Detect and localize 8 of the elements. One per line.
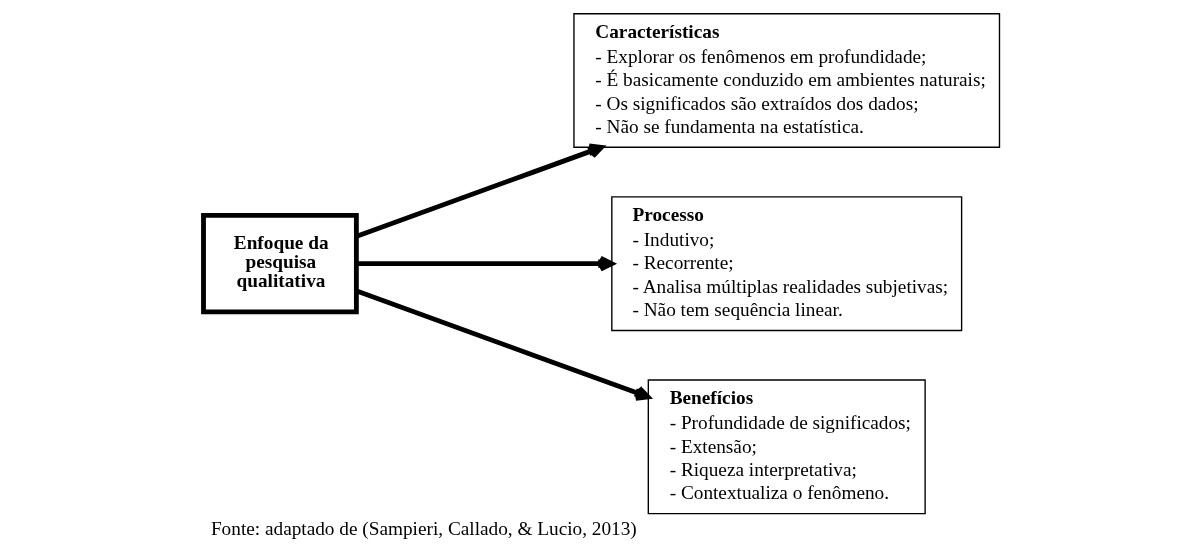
arrow (355, 143, 604, 239)
node-box: Características - Explorar os fenômenos em profundidade; - É basicamente conduzido em ambientes naturais; - Os significados são extraídos dos dados; - Não se fundamenta na estatística. (572, 13, 1000, 148)
caption: Fonte: adaptado de (Sampieri, Callado, & Lucio, 2013) (210, 517, 637, 539)
arrow (355, 288, 650, 401)
node-box: Benefícios - Profundidade de significados; - Extensão; - Riqueza interpretativa; - Contextualiza o fenômeno. (647, 379, 926, 515)
node-box: Enfoque da pesquisa qualitativa (200, 213, 359, 315)
node-box: Processo - Indutivo; - Recorrente; - Analisa múltiplas realidades subjetivas; - Não tem sequência linear. (610, 196, 962, 332)
arrow (356, 255, 614, 272)
